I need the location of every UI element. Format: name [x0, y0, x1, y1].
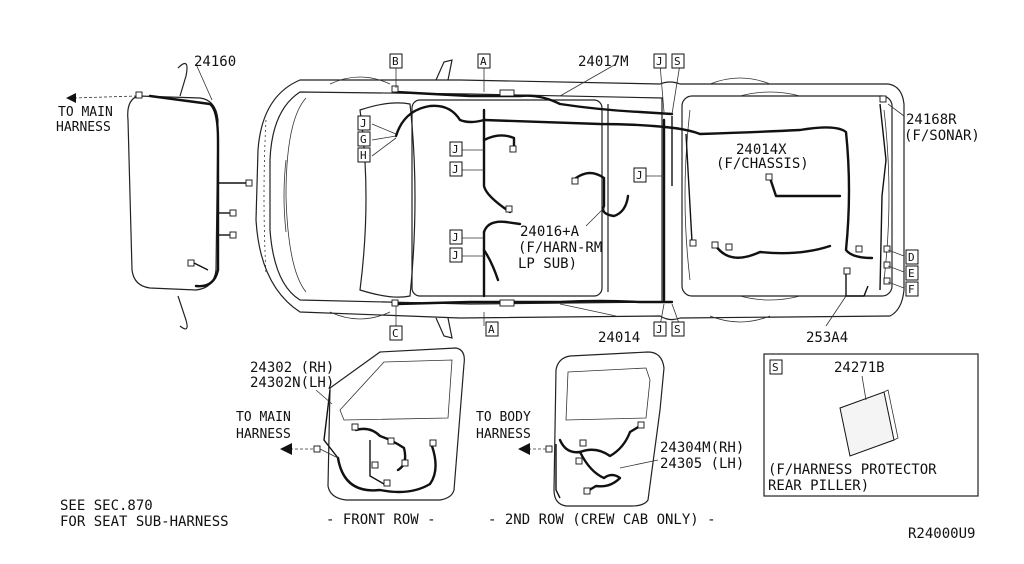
second-row-caption: - 2ND ROW (CREW CAB ONLY) - — [488, 512, 716, 528]
part-24305: 24305 (LH) — [660, 456, 744, 472]
callout-H-left: H — [357, 147, 371, 163]
svg-text:F: F — [908, 283, 915, 296]
svg-text:D: D — [908, 251, 915, 264]
front-door — [280, 347, 465, 501]
svg-text:S: S — [674, 323, 681, 336]
svg-text:J: J — [656, 55, 663, 68]
part-253A4: 253A4 — [806, 330, 848, 346]
to-main-harness-label-1: TO MAIN — [58, 105, 113, 120]
svg-text:A: A — [480, 55, 487, 68]
callout-J-mid-4: J — [449, 247, 463, 263]
svg-text:B: B — [392, 55, 399, 68]
part-24168R-desc: (F/SONAR) — [904, 128, 980, 144]
part-24302N: 24302N(LH) — [250, 375, 334, 391]
svg-text:J: J — [656, 323, 663, 336]
svg-text:J: J — [636, 169, 643, 182]
front-row-caption: - FRONT ROW - — [326, 512, 436, 528]
callout-J-mid-1: J — [449, 141, 463, 157]
part-24016A-desc-2: LP SUB) — [518, 256, 577, 272]
callout-J-left-1: J — [357, 115, 371, 131]
callout-J-bottom: J — [653, 321, 667, 337]
callout-D-right: D — [905, 249, 919, 265]
to-body-harness-label-1: TO BODY — [476, 410, 531, 425]
svg-text:G: G — [360, 133, 367, 146]
to-main-harness-label-2: HARNESS — [56, 120, 111, 135]
part-24271B: 24271B — [834, 360, 885, 376]
callout-J-top: J — [653, 53, 667, 69]
callout-S-top: S — [671, 53, 685, 69]
part-24016A: 24016+A — [520, 224, 580, 240]
seat-note-2: FOR SEAT SUB-HARNESS — [60, 514, 229, 530]
part-24304M: 24304M(RH) — [660, 440, 744, 456]
part-24016A-desc-1: (F/HARN-RM — [518, 240, 602, 256]
svg-text:J: J — [452, 249, 459, 262]
seat-note-1: SEE SEC.870 — [60, 498, 153, 514]
to-main-harness-door-label-1: TO MAIN — [236, 410, 291, 425]
svg-text:A: A — [488, 323, 495, 336]
callout-S-protector: S — [772, 361, 779, 374]
svg-text:C: C — [392, 327, 399, 340]
callout-F-right: F — [905, 281, 919, 297]
protector-desc-2: REAR PILLER) — [768, 478, 869, 494]
to-main-harness-door-label-2: HARNESS — [236, 427, 291, 442]
callout-J-center: J — [633, 167, 647, 183]
harness-routing — [371, 63, 905, 327]
part-24017M: 24017M — [578, 54, 629, 70]
part-24014: 24014 — [598, 330, 640, 346]
svg-text:J: J — [452, 163, 459, 176]
truck-body-outline — [255, 59, 905, 339]
part-24014X-desc: (F/CHASSIS) — [716, 156, 809, 172]
part-24160: 24160 — [194, 54, 236, 70]
callout-C-bottom: C — [389, 325, 403, 341]
harness-protector-panel: S — [763, 353, 979, 497]
callout-E-right: E — [905, 265, 919, 281]
part-24014X: 24014X — [736, 142, 787, 158]
svg-text:J: J — [360, 117, 367, 130]
part-24302: 24302 (RH) — [250, 360, 334, 376]
callout-B-top: B — [389, 53, 403, 69]
protector-desc-1: (F/HARNESS PROTECTOR — [768, 462, 937, 478]
drawing-number: R24000U9 — [908, 526, 975, 542]
callout-S-bottom: S — [671, 321, 685, 337]
to-body-harness-label-2: HARNESS — [476, 427, 531, 442]
svg-text:J: J — [452, 231, 459, 244]
callout-A-bottom: A — [485, 321, 499, 337]
rear-window-panel — [66, 62, 253, 330]
callout-J-mid-3: J — [449, 229, 463, 245]
rear-door — [518, 351, 665, 507]
callout-J-mid-2: J — [449, 161, 463, 177]
callout-A-top: A — [477, 53, 491, 69]
part-24168R: 24168R — [906, 112, 957, 128]
svg-text:S: S — [674, 55, 681, 68]
svg-text:E: E — [908, 267, 915, 280]
svg-text:J: J — [452, 143, 459, 156]
callout-G-left: G — [357, 131, 371, 147]
svg-text:H: H — [360, 149, 367, 162]
